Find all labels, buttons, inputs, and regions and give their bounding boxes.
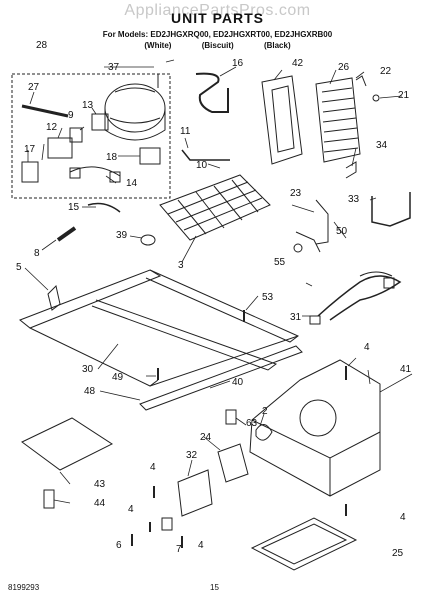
callout-33: 33 <box>348 194 360 205</box>
callout-27: 27 <box>28 82 40 93</box>
callout-10: 10 <box>196 160 208 171</box>
capacitor-18 <box>139 147 161 165</box>
drain-pan-25 <box>250 517 358 571</box>
callout-6: 6 <box>116 540 122 551</box>
grommet-55 <box>293 243 303 253</box>
callout-12: 12 <box>46 122 58 133</box>
fan-shroud-42 <box>261 75 303 165</box>
callout-15: 15 <box>68 202 80 213</box>
callout-16: 16 <box>232 58 244 69</box>
tube-15 <box>87 202 121 213</box>
callout-44: 44 <box>94 498 106 509</box>
callout-3: 3 <box>178 260 184 271</box>
rail-40 <box>139 345 303 411</box>
bracket-5 <box>47 285 61 311</box>
callout-22: 22 <box>380 66 392 77</box>
tube-11 <box>181 149 230 161</box>
callout-5: 5 <box>16 262 22 273</box>
fan-bracket-41 <box>249 359 381 497</box>
drier-tube <box>21 104 69 118</box>
fan-motor-24 <box>217 443 249 483</box>
callout-28: 28 <box>36 40 48 51</box>
bushing-63 <box>225 409 237 425</box>
compressor-kit-outline <box>11 73 171 199</box>
variant-biscuit: (Biscuit) <box>201 41 234 50</box>
callout-30: 30 <box>82 364 94 375</box>
callout-14: 14 <box>126 178 138 189</box>
relay-13 <box>91 113 109 131</box>
callout-37: 37 <box>108 62 120 73</box>
cover-50 <box>295 231 321 253</box>
callout-4-lower: 4 <box>198 540 204 551</box>
callout-7: 7 <box>176 544 182 555</box>
color-variants: (White) (Biscuit) (Black) <box>0 41 435 50</box>
compressor-drawing <box>104 74 166 141</box>
callout-9: 9 <box>68 110 74 121</box>
callout-39: 39 <box>116 230 128 241</box>
callout-4-middle: 4 <box>150 462 156 473</box>
overload-9 <box>69 127 83 143</box>
callout-48: 48 <box>84 386 96 397</box>
callout-25: 25 <box>392 548 404 559</box>
clip-7 <box>161 517 173 531</box>
base-frame <box>19 269 299 387</box>
callout-4-upper: 4 <box>364 342 370 353</box>
callout-2: 2 <box>262 406 268 417</box>
harness-14 <box>69 166 121 177</box>
cover-17 <box>21 161 39 183</box>
clip-34 <box>345 161 357 179</box>
callout-41: 41 <box>400 364 412 375</box>
condenser-coil <box>159 174 271 241</box>
callout-24: 24 <box>200 432 212 443</box>
screw-21 <box>372 94 380 102</box>
callout-18: 18 <box>106 152 118 163</box>
callout-23: 23 <box>290 188 302 199</box>
document-number: 8199293 <box>8 583 40 592</box>
page-title: UNIT PARTS <box>171 10 264 26</box>
callout-53: 53 <box>262 292 274 303</box>
cup-44 <box>43 489 55 509</box>
callout-40: 40 <box>232 377 244 388</box>
models-line: For Models: ED2JHGXRQ00, ED2JHGXRT00, ED… <box>102 30 333 39</box>
callout-32: 32 <box>186 450 198 461</box>
callout-11: 11 <box>180 126 191 137</box>
callout-43: 43 <box>94 479 106 490</box>
tube-8 <box>56 226 77 242</box>
callout-8: 8 <box>34 248 40 259</box>
variant-white: (White) <box>144 41 172 50</box>
callout-50: 50 <box>336 226 348 237</box>
fan-blade-2 <box>255 424 273 441</box>
callout-63: 63 <box>246 418 258 429</box>
tube-16 <box>195 72 229 113</box>
wire-23 <box>315 199 329 245</box>
callout-31: 31 <box>290 312 302 323</box>
page-number: 15 <box>210 583 219 592</box>
variant-black: (Black) <box>263 41 291 50</box>
condenser-26 <box>315 77 361 163</box>
callout-26: 26 <box>338 62 350 73</box>
callout-4-right: 4 <box>400 512 406 523</box>
callout-13: 13 <box>82 100 94 111</box>
grommet-39 <box>140 234 156 246</box>
bracket-22 <box>355 75 367 87</box>
callout-21: 21 <box>398 90 410 101</box>
callout-4-left: 4 <box>128 504 134 515</box>
callout-49: 49 <box>112 372 124 383</box>
tube-33 <box>371 192 411 227</box>
watermark: AppliancePartsPros.com <box>124 2 311 19</box>
pad-43 <box>21 417 114 471</box>
callout-17: 17 <box>24 144 36 155</box>
leader-lines <box>24 59 413 504</box>
start-device-12 <box>47 137 73 159</box>
harness-31 <box>317 275 402 321</box>
callout-55: 55 <box>274 257 286 268</box>
bracket-32 <box>177 469 213 517</box>
callout-34: 34 <box>376 140 388 151</box>
callout-42: 42 <box>292 58 304 69</box>
